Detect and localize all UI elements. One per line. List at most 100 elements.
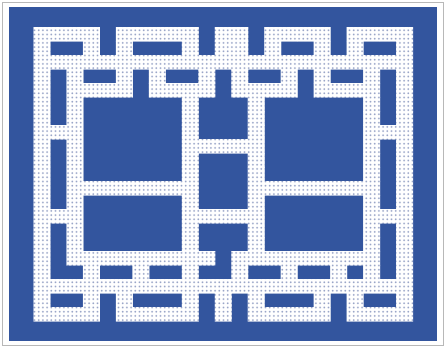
corridor-cell: [396, 125, 413, 140]
corridor-cell: [33, 41, 50, 56]
corridor-cell: [314, 69, 331, 84]
corridor-cell: [281, 251, 298, 266]
corridor-cell: [347, 181, 364, 196]
corridor-cell: [248, 153, 265, 168]
corridor-cell: [396, 41, 413, 56]
corridor-cell: [248, 181, 265, 196]
corridor-cell: [66, 111, 83, 126]
corridor-cell: [182, 223, 199, 238]
corridor-cell: [182, 195, 199, 210]
corridor-cell: [50, 307, 67, 322]
corridor-cell: [182, 293, 199, 308]
corridor-cell: [314, 27, 331, 42]
corridor-cell: [66, 223, 83, 238]
corridor-cell: [99, 251, 116, 266]
corridor-cell: [363, 111, 380, 126]
corridor-cell: [66, 83, 83, 98]
corridor-cell: [182, 139, 199, 154]
corridor-cell: [182, 55, 199, 70]
corridor-cell: [380, 55, 397, 70]
corridor-cell: [248, 139, 265, 154]
corridor-cell: [33, 265, 50, 280]
corridor-cell: [231, 209, 248, 224]
corridor-cell: [281, 279, 298, 294]
corridor-cell: [396, 195, 413, 210]
corridor-cell: [182, 209, 199, 224]
corridor-cell: [66, 97, 83, 112]
corridor-cell: [83, 27, 100, 42]
corridor-cell: [297, 307, 314, 322]
corridor-cell: [33, 209, 50, 224]
corridor-cell: [33, 251, 50, 266]
corridor-cell: [281, 265, 298, 280]
corridor-cell: [116, 279, 133, 294]
corridor-cell: [264, 55, 281, 70]
corridor-cell: [50, 55, 67, 70]
corridor-cell: [33, 55, 50, 70]
corridor-cell: [66, 125, 83, 140]
corridor-cell: [215, 41, 232, 56]
corridor-cell: [396, 293, 413, 308]
corridor-cell: [248, 237, 265, 252]
corridor-cell: [149, 83, 166, 98]
corridor-cell: [33, 237, 50, 252]
corridor-cell: [182, 97, 199, 112]
corridor-cell: [66, 209, 83, 224]
corridor-cell: [264, 41, 281, 56]
corridor-cell: [132, 307, 149, 322]
corridor-cell: [248, 195, 265, 210]
corridor-cell: [264, 27, 281, 42]
corridor-cell: [248, 55, 265, 70]
corridor-cell: [248, 293, 265, 308]
corridor-cell: [264, 279, 281, 294]
corridor-cell: [297, 27, 314, 42]
corridor-cell: [363, 209, 380, 224]
corridor-cell: [380, 209, 397, 224]
corridor-cell: [116, 55, 133, 70]
corridor-cell: [132, 265, 149, 280]
corridor-cell: [347, 27, 364, 42]
corridor-cell: [83, 41, 100, 56]
corridor-cell: [380, 307, 397, 322]
corridor-cell: [297, 279, 314, 294]
corridor-cell: [149, 307, 166, 322]
corridor-cell: [248, 125, 265, 140]
corridor-cell: [347, 41, 364, 56]
corridor-cell: [264, 83, 281, 98]
corridor-cell: [248, 251, 265, 266]
corridor-cell: [50, 209, 67, 224]
corridor-cell: [165, 83, 182, 98]
corridor-cell: [215, 209, 232, 224]
corridor-cell: [396, 167, 413, 182]
corridor-cell: [264, 181, 281, 196]
corridor-cell: [363, 69, 380, 84]
screenshot-frame: [2, 2, 444, 346]
corridor-cell: [347, 307, 364, 322]
corridor-cell: [149, 27, 166, 42]
corridor-cell: [314, 41, 331, 56]
corridor-cell: [231, 139, 248, 154]
corridor-cell: [231, 69, 248, 84]
corridor-cell: [66, 153, 83, 168]
corridor-cell: [363, 167, 380, 182]
corridor-cell: [116, 41, 133, 56]
corridor-cell: [33, 27, 50, 42]
corridor-cell: [347, 279, 364, 294]
corridor-cell: [330, 181, 347, 196]
corridor-cell: [231, 41, 248, 56]
corridor-cell: [347, 251, 364, 266]
corridor-cell: [396, 27, 413, 42]
corridor-cell: [330, 265, 347, 280]
corridor-cell: [66, 195, 83, 210]
corridor-cell: [132, 27, 149, 42]
corridor-cell: [314, 251, 331, 266]
corridor-cell: [66, 167, 83, 182]
corridor-cell: [396, 69, 413, 84]
corridor-cell: [281, 69, 298, 84]
corridor-cell: [83, 181, 100, 196]
corridor-cell: [99, 279, 116, 294]
corridor-cell: [149, 181, 166, 196]
corridor-cell: [297, 55, 314, 70]
corridor-cell: [182, 41, 199, 56]
corridor-cell: [215, 55, 232, 70]
